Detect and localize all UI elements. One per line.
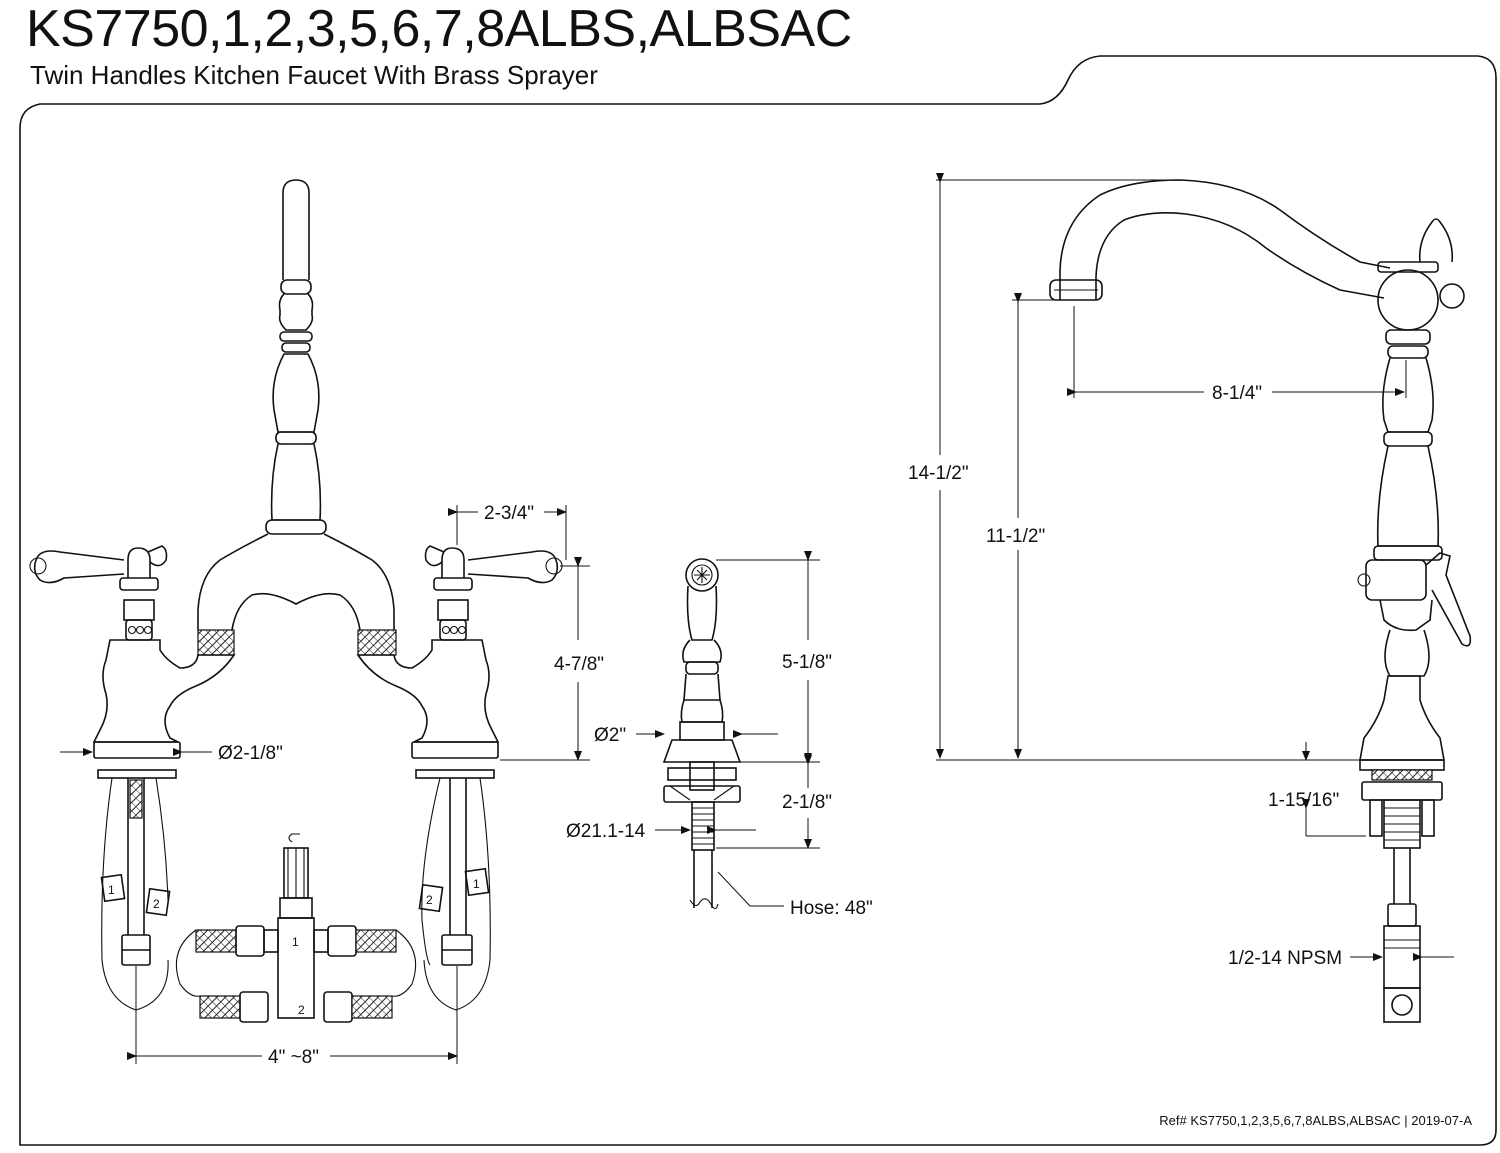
dimension-lines-left: [60, 505, 590, 1064]
dim-handle-spread: 2-3/4": [484, 503, 534, 524]
reference-footer: Ref# KS7750,1,2,3,5,6,7,8ALBS,ALBSAC | 2…: [1159, 1113, 1472, 1128]
cold-label-right: 2: [426, 893, 433, 907]
dim-sprayer-height: 5-1/8": [782, 652, 832, 673]
product-description: Twin Handles Kitchen Faucet With Brass S…: [30, 60, 598, 90]
tee-label-1: 1: [292, 935, 299, 949]
cold-label-left: 2: [153, 897, 160, 911]
dim-spout-height: 11-1/2": [986, 526, 1045, 547]
dim-sprayer-base-diameter: Ø2": [594, 725, 626, 746]
dim-spout-reach: 8-1/4": [1212, 383, 1262, 404]
dim-connection-thread: 1/2-14 NPSM: [1228, 948, 1342, 969]
dim-sprayer-shank: 2-1/8": [782, 792, 832, 813]
hot-label-left: 1: [108, 883, 115, 897]
dim-mounting-depth: 1-15/16": [1268, 790, 1339, 811]
dimension-lines-sprayer: [636, 551, 820, 907]
drawing-frame: [19, 55, 1497, 1146]
hot-label-right: 1: [473, 877, 480, 891]
dim-center-spread: 4" ~8": [268, 1047, 319, 1068]
side-sprayer-view: [662, 558, 742, 910]
dim-overall-height: 14-1/2": [908, 463, 969, 484]
dim-sprayer-thread: Ø21.1-14: [566, 821, 646, 842]
dim-handle-height: 4-7/8": [554, 654, 604, 675]
dim-hose-length: Hose: 48": [790, 898, 873, 919]
tee-label-2: 2: [298, 1003, 305, 1017]
bridge-faucet-front-view: 1 2 2 1 1 2: [29, 179, 563, 1023]
dim-base-diameter: Ø2-1/8": [218, 743, 283, 764]
dimension-lines-right: [936, 173, 1454, 961]
faucet-side-view: [1049, 179, 1472, 1023]
model-number-title: KS7750,1,2,3,5,6,7,8ALBS,ALBSAC: [26, 0, 852, 58]
